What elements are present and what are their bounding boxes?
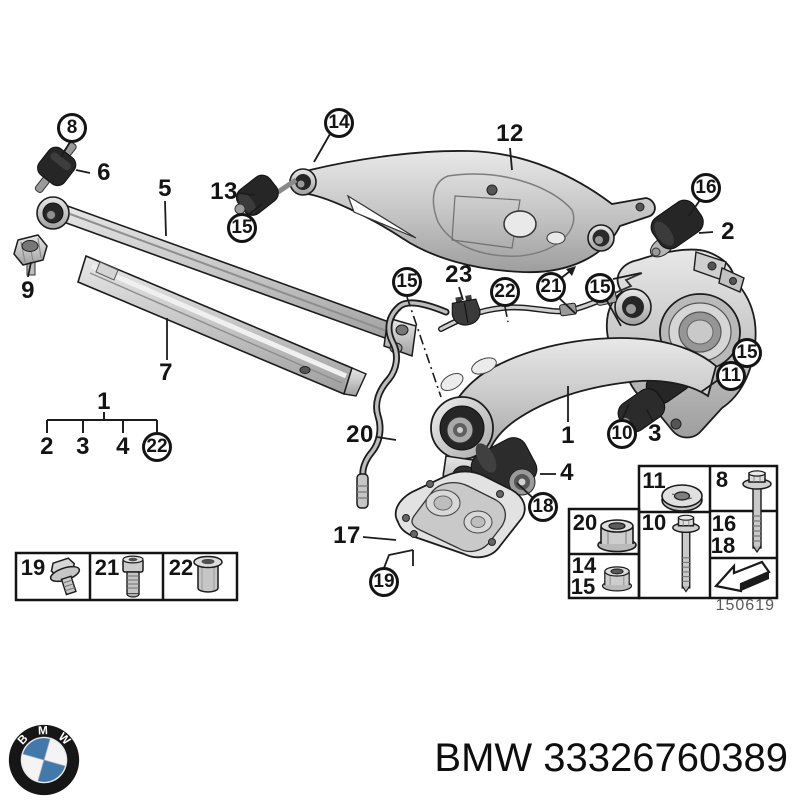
flange-bolt-icon — [740, 470, 774, 554]
callout-15: 15 — [585, 273, 615, 303]
callout-16: 16 — [691, 173, 721, 203]
bushing-parts-2-16 — [649, 199, 704, 258]
callout-22: 22 — [490, 277, 520, 307]
cover-rod-part-7 — [77, 254, 367, 397]
callout-16: 16 — [711, 511, 737, 536]
bushing-part-13 — [234, 174, 298, 216]
socket-head-screw-icon — [118, 555, 148, 598]
direction-arrow-icon — [712, 560, 774, 596]
callout-20: 20 — [572, 510, 598, 535]
callout-22: 22 — [168, 555, 194, 580]
trailing-rod-part-5 — [36, 196, 417, 358]
support-bracket-part-17 — [394, 470, 526, 559]
bushing-part-6 — [34, 142, 77, 193]
callout-8: 8 — [715, 467, 729, 492]
diagram-ref-code: 150619 — [715, 597, 775, 614]
callout-13: 13 — [210, 178, 238, 205]
callout-18: 18 — [528, 492, 558, 522]
callout-11: 11 — [716, 361, 746, 391]
callout-10: 10 — [607, 419, 637, 449]
callout-23: 23 — [445, 261, 473, 288]
callout-15: 15 — [570, 574, 596, 599]
callout-9: 9 — [21, 277, 35, 304]
callout-8: 8 — [57, 113, 87, 143]
part-number-caption: BMW 33326760389 — [434, 736, 788, 780]
tree-bracket-lines — [46, 412, 158, 433]
callout-2: 2 — [40, 433, 54, 460]
callout-21: 21 — [94, 555, 120, 580]
callout-3: 3 — [76, 433, 90, 460]
callout-18: 18 — [710, 533, 736, 558]
callout-11: 11 — [642, 468, 666, 493]
callout-2: 2 — [721, 218, 735, 245]
callout-15: 15 — [227, 213, 257, 243]
callout-1: 1 — [97, 388, 111, 415]
bmw-logo: B M W — [6, 722, 82, 798]
callout-19: 19 — [369, 567, 399, 597]
callout-12: 12 — [496, 120, 524, 147]
flange-nut-icon — [596, 511, 638, 553]
legend-table-borders — [14, 464, 779, 602]
stabilizer-bar-part-20 — [356, 299, 450, 509]
hex-flange-bolt-icon — [46, 556, 84, 598]
logo-letter-m: M — [38, 723, 48, 737]
callout-19: 19 — [20, 555, 46, 580]
leader-lines — [27, 133, 742, 569]
callout-6: 6 — [97, 159, 111, 186]
logo-quadrants — [22, 738, 66, 782]
callout-22: 22 — [142, 432, 172, 462]
callout-14: 14 — [324, 108, 354, 138]
callout-3: 3 — [648, 420, 662, 447]
callout-20: 20 — [346, 421, 374, 448]
washer-icon — [660, 483, 704, 513]
flange-nut-small-icon — [599, 560, 635, 592]
callout-21: 21 — [536, 272, 566, 302]
callout-10: 10 — [641, 510, 667, 535]
callout-17: 17 — [333, 522, 361, 549]
flange-bolt-icon — [670, 514, 702, 594]
callout-4: 4 — [116, 433, 130, 460]
upper-control-arm-part-12 — [289, 150, 656, 274]
callout-1: 1 — [561, 422, 575, 449]
rivet-nut-icon — [192, 554, 224, 598]
callout-4: 4 — [560, 459, 574, 486]
callout-7: 7 — [159, 359, 173, 386]
callout-14: 14 — [571, 553, 597, 578]
callout-5: 5 — [158, 175, 172, 202]
callout-15: 15 — [392, 267, 422, 297]
